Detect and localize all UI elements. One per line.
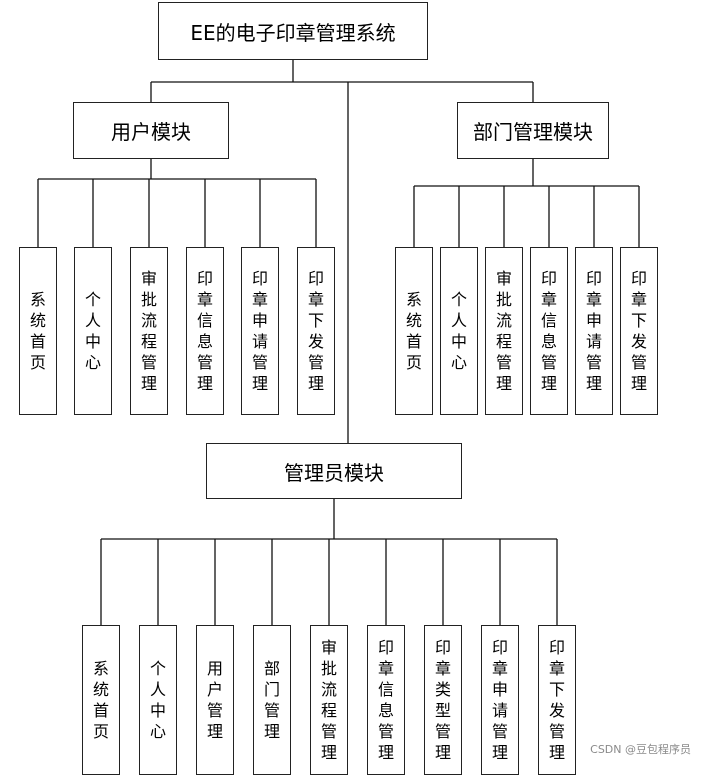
user-module-item-label: 印章申请管理	[251, 269, 268, 393]
admin-module-item: 印章申请管理	[481, 625, 519, 775]
user-module-item: 审批流程管理	[130, 247, 168, 415]
user-module-title: 用户模块	[111, 120, 191, 144]
admin-module-item: 部门管理	[253, 625, 291, 775]
dept-module-item-label: 个人中心	[450, 290, 467, 372]
user-module-item-label: 印章信息管理	[196, 269, 213, 393]
user-module-item-label: 审批流程管理	[140, 269, 157, 393]
dept-module-item: 印章下发管理	[620, 247, 658, 415]
root-system-title: EE的电子印章管理系统	[190, 20, 396, 45]
dept-module-item: 系统首页	[395, 247, 433, 415]
dept-module-item-label: 审批流程管理	[495, 269, 512, 393]
dept-module-item-label: 系统首页	[405, 290, 422, 372]
root-system-box: EE的电子印章管理系统	[158, 2, 428, 60]
admin-module-box: 管理员模块	[206, 443, 462, 499]
admin-module-item-label: 印章申请管理	[491, 638, 508, 762]
user-module-item: 印章申请管理	[241, 247, 279, 415]
user-module-box: 用户模块	[73, 102, 229, 159]
admin-module-item: 系统首页	[82, 625, 120, 775]
user-module-item: 系统首页	[19, 247, 57, 415]
user-module-item-label: 系统首页	[29, 290, 46, 372]
admin-module-item-label: 印章信息管理	[377, 638, 394, 762]
dept-module-box: 部门管理模块	[457, 102, 609, 159]
admin-module-item-label: 系统首页	[92, 659, 109, 741]
user-module-item: 印章信息管理	[186, 247, 224, 415]
admin-module-item-label: 印章下发管理	[548, 638, 565, 762]
admin-module-item: 审批流程管理	[310, 625, 348, 775]
admin-module-item: 用户管理	[196, 625, 234, 775]
admin-module-item: 印章下发管理	[538, 625, 576, 775]
dept-module-title: 部门管理模块	[473, 120, 593, 144]
user-module-item: 个人中心	[74, 247, 112, 415]
dept-module-item: 印章信息管理	[530, 247, 568, 415]
admin-module-item: 印章类型管理	[424, 625, 462, 775]
dept-module-item: 审批流程管理	[485, 247, 523, 415]
dept-module-item: 个人中心	[440, 247, 478, 415]
user-module-item-label: 印章下发管理	[307, 269, 324, 393]
admin-module-item-label: 个人中心	[149, 659, 166, 741]
admin-module-item-label: 审批流程管理	[320, 638, 337, 762]
admin-module-item-label: 印章类型管理	[434, 638, 451, 762]
user-module-item-label: 个人中心	[84, 290, 101, 372]
admin-module-item: 印章信息管理	[367, 625, 405, 775]
dept-module-item: 印章申请管理	[575, 247, 613, 415]
dept-module-item-label: 印章申请管理	[585, 269, 602, 393]
watermark: CSDN @豆包程序员	[590, 743, 691, 756]
admin-module-item-label: 部门管理	[263, 659, 280, 741]
dept-module-item-label: 印章下发管理	[630, 269, 647, 393]
admin-module-item-label: 用户管理	[206, 659, 223, 741]
admin-module-title: 管理员模块	[284, 460, 384, 485]
admin-module-item: 个人中心	[139, 625, 177, 775]
dept-module-item-label: 印章信息管理	[540, 269, 557, 393]
user-module-item: 印章下发管理	[297, 247, 335, 415]
